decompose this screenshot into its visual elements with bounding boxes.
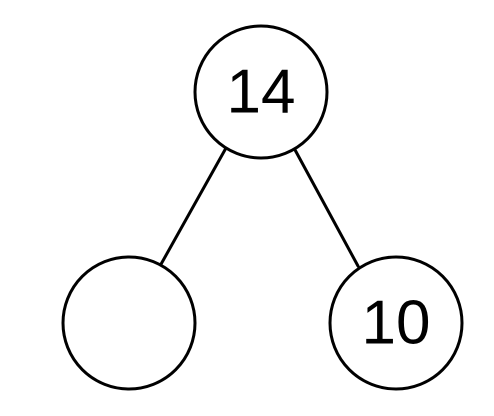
node-right: 10 xyxy=(328,255,464,391)
edge-top-right xyxy=(292,146,360,268)
node-right-circle xyxy=(328,255,464,391)
node-top-circle xyxy=(193,24,329,160)
node-top-label: 14 xyxy=(227,57,296,126)
node-left xyxy=(61,255,197,391)
node-top: 14 xyxy=(193,24,329,160)
node-right-label: 10 xyxy=(362,288,431,357)
node-left-circle xyxy=(61,255,197,391)
edge-top-left xyxy=(158,146,228,268)
